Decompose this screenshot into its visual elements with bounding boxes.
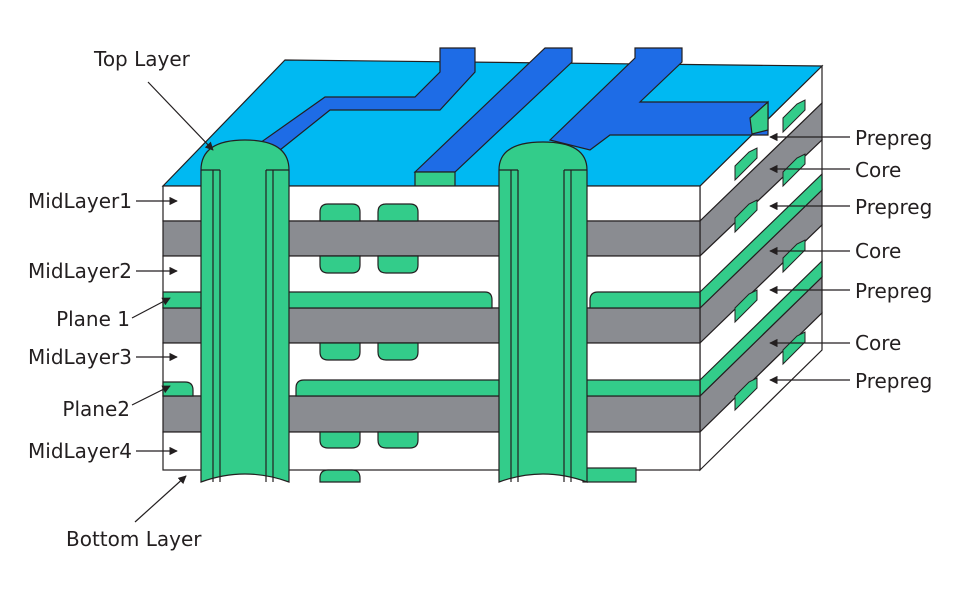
- top-layer-label: Top Layer: [93, 47, 191, 71]
- via-left: [200, 139, 290, 483]
- core-label-3: Core: [855, 331, 901, 355]
- mid-layer-pads: [319, 203, 637, 483]
- prepreg-label-3: Prepreg: [855, 279, 932, 303]
- plane-copper: [162, 291, 701, 397]
- prepreg-label-2: Prepreg: [855, 195, 932, 219]
- midlayer4-label: MidLayer4: [28, 439, 132, 463]
- labels: Top Layer MidLayer1 MidLayer2 Plane 1 Mi…: [28, 47, 932, 551]
- prepreg-label-1: Prepreg: [855, 126, 932, 150]
- midlayer1-label: MidLayer1: [28, 189, 132, 213]
- core-label-2: Core: [855, 239, 901, 263]
- midlayer2-label: MidLayer2: [28, 259, 132, 283]
- core-label-1: Core: [855, 158, 901, 182]
- bottom-layer-label: Bottom Layer: [66, 527, 202, 551]
- prepreg-label-4: Prepreg: [855, 369, 932, 393]
- leader-arrows: [131, 81, 850, 523]
- via-right: [498, 141, 588, 483]
- plane2-label: Plane2: [62, 397, 130, 421]
- midlayer3-label: MidLayer3: [28, 345, 132, 369]
- side-pads: [734, 99, 806, 412]
- top-traces: [248, 47, 769, 187]
- plane1-label: Plane 1: [56, 307, 130, 331]
